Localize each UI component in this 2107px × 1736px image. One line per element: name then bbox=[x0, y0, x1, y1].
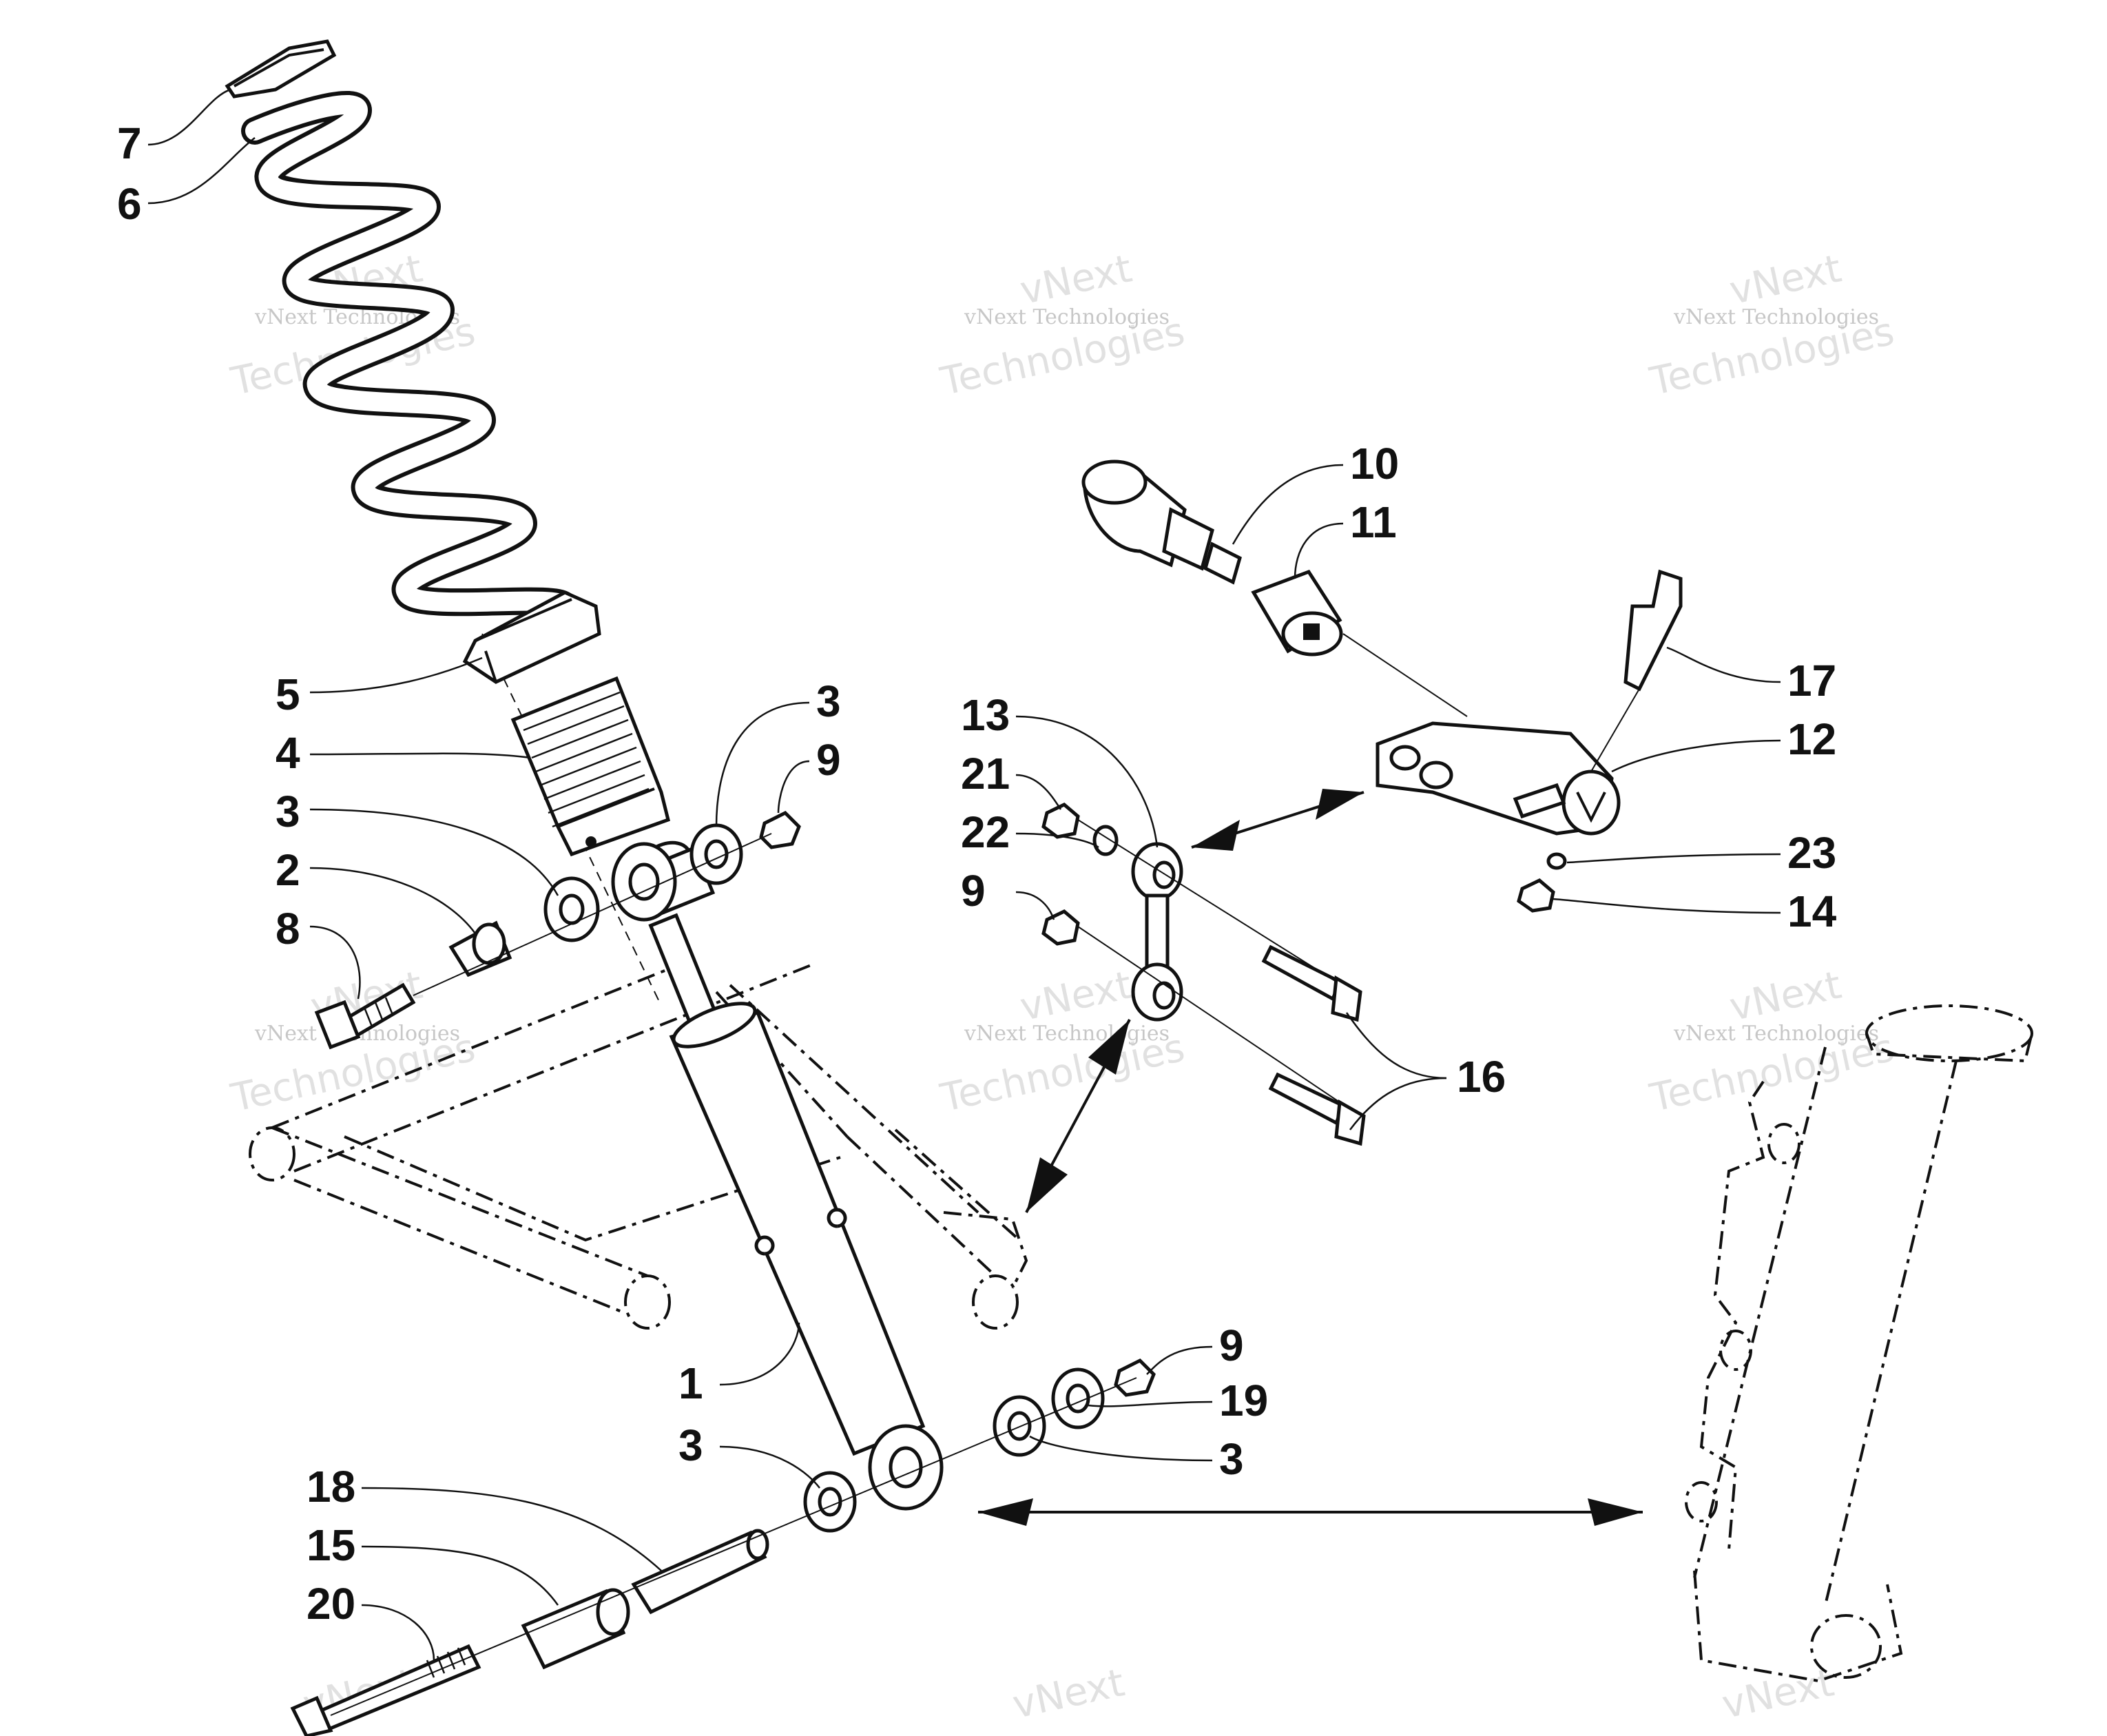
callout-3-lower-left: 3 bbox=[678, 1420, 703, 1470]
watermark-text: vNext Technologies bbox=[964, 305, 1170, 329]
callout-labels: 7 6 5 4 3 2 8 3 9 1 3 18 15 20 9 19 3 13… bbox=[117, 118, 1837, 1629]
callout-6: 6 bbox=[117, 179, 142, 229]
callout-10: 10 bbox=[1350, 439, 1399, 488]
callout-23: 23 bbox=[1787, 828, 1836, 878]
callout-17: 17 bbox=[1787, 656, 1836, 705]
assembly-arrows bbox=[978, 789, 1643, 1526]
lower-mount-hardware bbox=[290, 1358, 1156, 1736]
watermark: vNext bbox=[1719, 1660, 1838, 1728]
callout-1: 1 bbox=[678, 1358, 703, 1408]
sway-bar-link bbox=[1041, 803, 1366, 1146]
watermark: vNext vNext Technologies Technologies bbox=[936, 247, 1188, 405]
watermark: vNext bbox=[1009, 1660, 1129, 1728]
watermark-vnext: vNext bbox=[1725, 963, 1845, 1031]
watermark: vNext vNext Technologies Technologies bbox=[227, 963, 479, 1122]
callout-8: 8 bbox=[276, 904, 300, 953]
watermark-vnext: vNext bbox=[1725, 247, 1845, 314]
part-1-shock-absorber bbox=[611, 840, 944, 1511]
callout-12: 12 bbox=[1787, 714, 1836, 764]
watermark-text: vNext Technologies bbox=[964, 1022, 1170, 1046]
part-5-spring-seat bbox=[462, 590, 601, 684]
callout-7: 7 bbox=[117, 118, 142, 168]
watermark-vnext: vNext bbox=[1016, 963, 1136, 1031]
torsion-bar-assembly bbox=[1081, 459, 1683, 913]
callout-22: 22 bbox=[961, 807, 1010, 857]
part-6-coil-spring bbox=[241, 90, 579, 620]
upper-mount-hardware bbox=[314, 810, 801, 1050]
watermark: vNext vNext Technologies Technologies bbox=[1646, 963, 1898, 1122]
callout-9-lower: 9 bbox=[1219, 1321, 1244, 1370]
watermark: vNext vNext Technologies Technologies bbox=[1646, 247, 1898, 405]
callout-16: 16 bbox=[1457, 1052, 1506, 1102]
callout-3-upper-left: 3 bbox=[276, 787, 300, 836]
callout-21: 21 bbox=[961, 749, 1010, 798]
callout-20: 20 bbox=[307, 1579, 355, 1629]
leader-lines bbox=[147, 88, 1781, 1661]
callout-5: 5 bbox=[276, 670, 300, 719]
phantom-spindle bbox=[1685, 1004, 2033, 1683]
callout-18: 18 bbox=[307, 1462, 355, 1511]
callout-3-upper-right: 3 bbox=[816, 676, 841, 726]
callout-14: 14 bbox=[1787, 887, 1837, 936]
callout-9-upper: 9 bbox=[816, 735, 841, 785]
callout-15: 15 bbox=[307, 1520, 355, 1570]
part-7-spring-cap bbox=[225, 39, 337, 99]
watermark-group: vNext vNext Technologies Technologies vN… bbox=[227, 247, 1898, 1728]
callout-11: 11 bbox=[1350, 497, 1397, 547]
watermark-text: vNext Technologies bbox=[1673, 1022, 1879, 1046]
watermark-text: vNext Technologies bbox=[1673, 305, 1879, 329]
part-4-threaded-sleeve bbox=[510, 676, 670, 857]
callout-2: 2 bbox=[276, 845, 300, 895]
watermark-vnext: vNext bbox=[1009, 1660, 1129, 1728]
watermark-vnext: vNext bbox=[1719, 1660, 1838, 1728]
watermark-vnext: vNext bbox=[1016, 247, 1136, 314]
callout-19: 19 bbox=[1219, 1376, 1268, 1425]
callout-4: 4 bbox=[276, 728, 300, 778]
callout-3-lower-right: 3 bbox=[1219, 1434, 1244, 1484]
callout-13: 13 bbox=[961, 690, 1010, 740]
callout-9-middle: 9 bbox=[961, 866, 986, 916]
